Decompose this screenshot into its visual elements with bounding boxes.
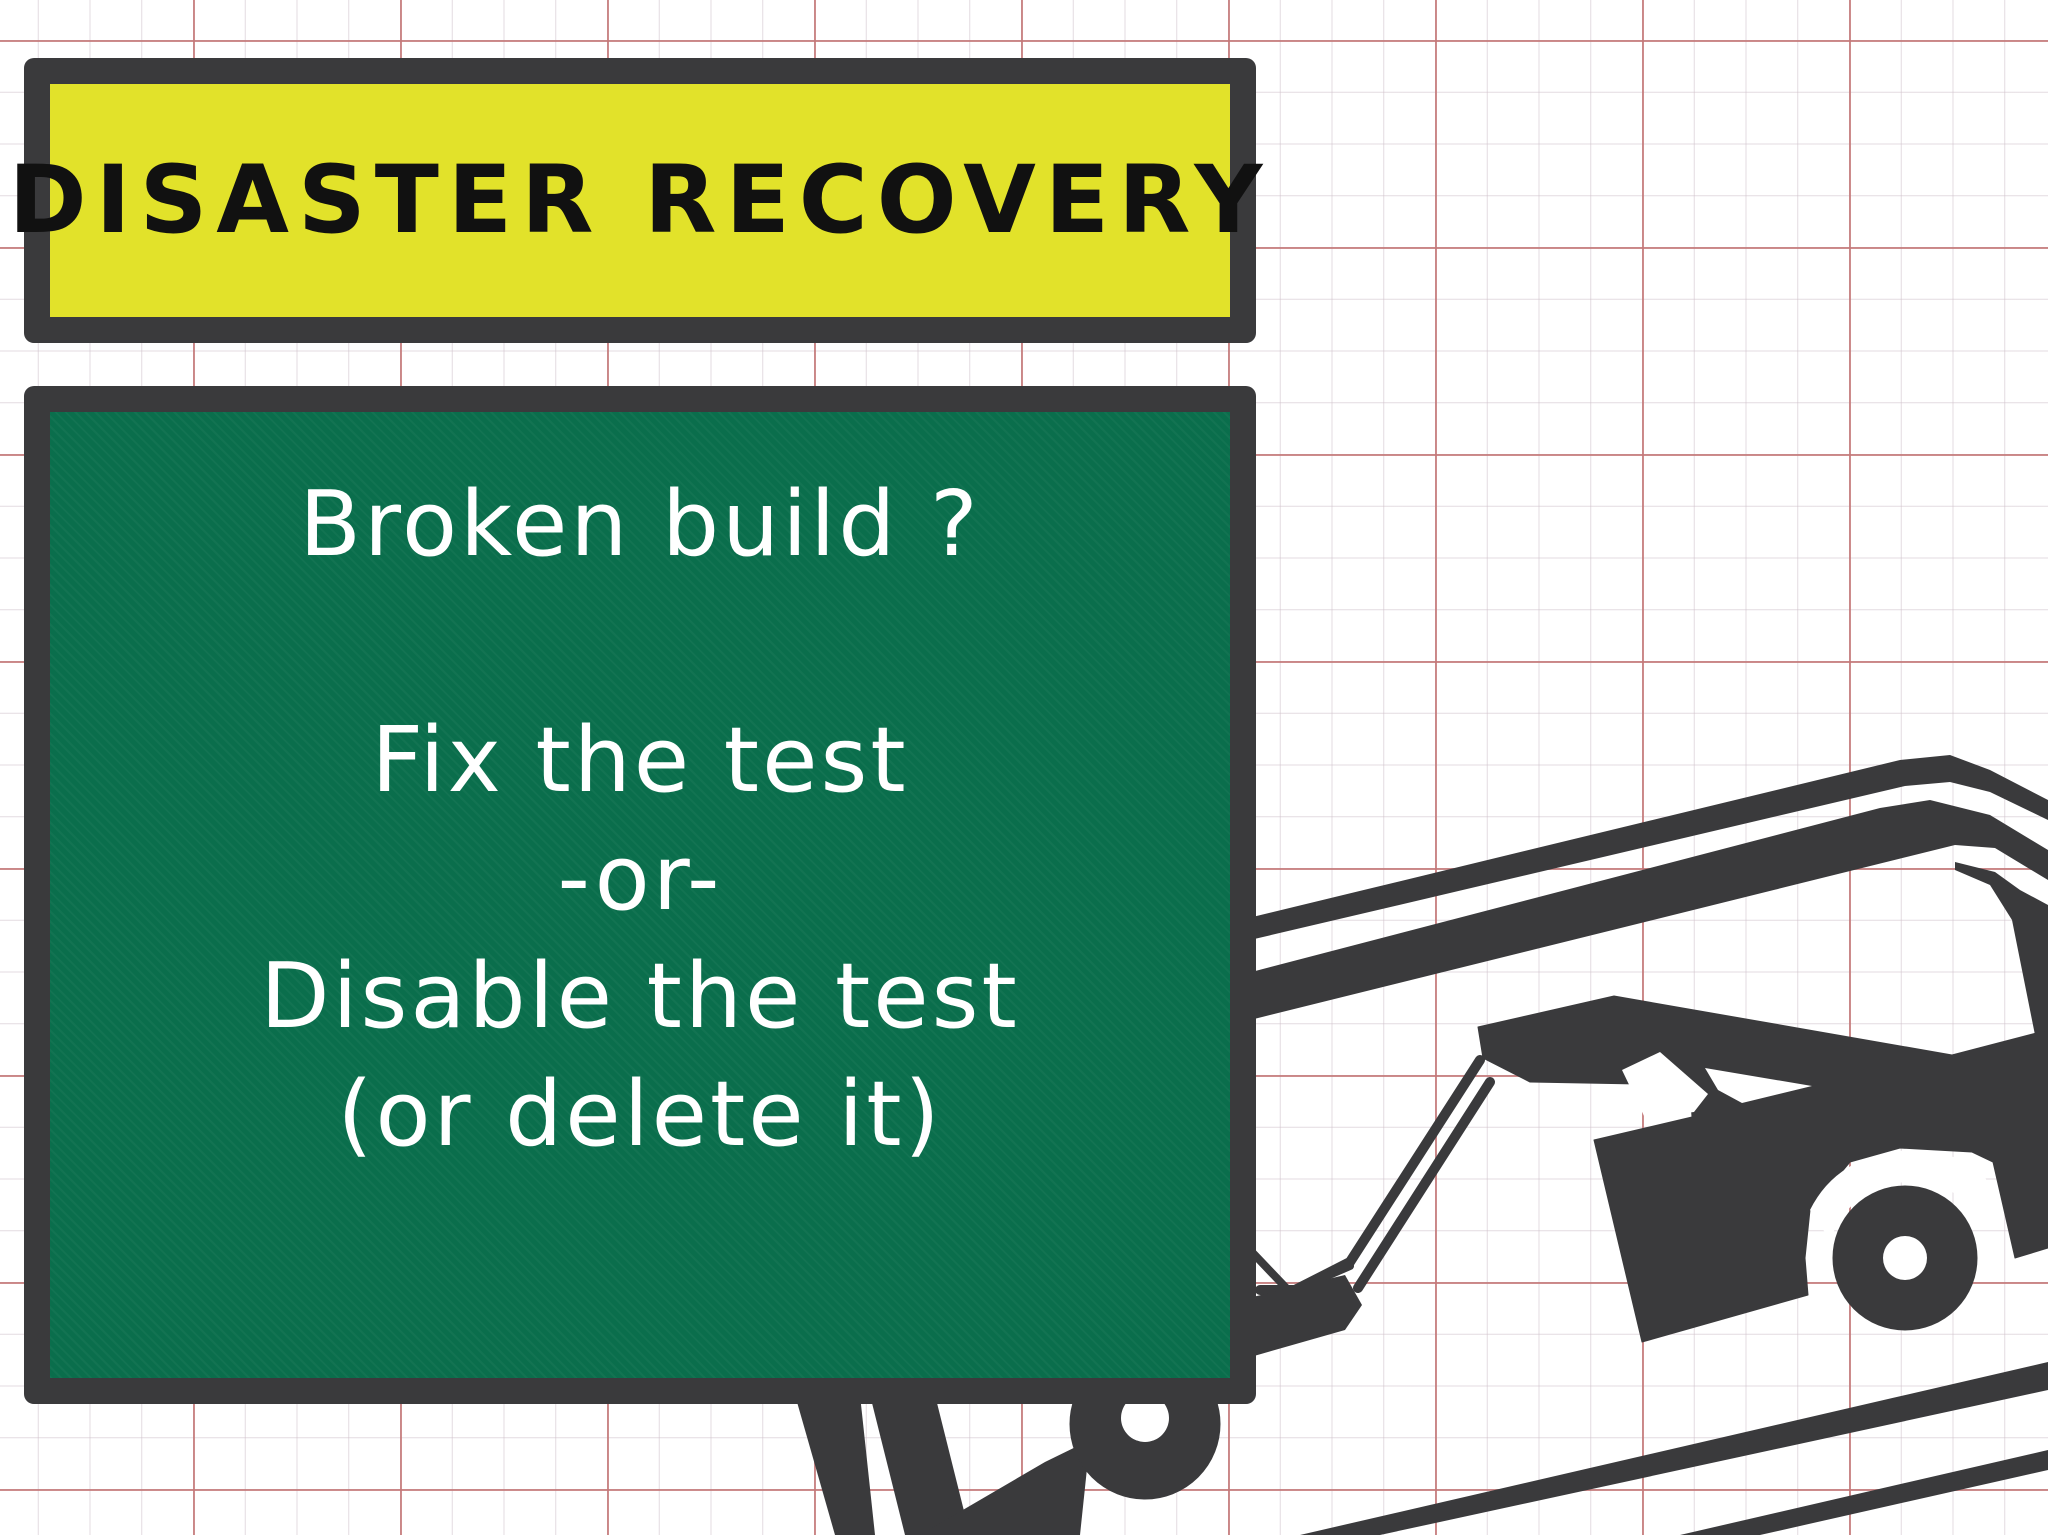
separator-text: -or- bbox=[557, 826, 723, 931]
title-sign: DISASTER RECOVERY bbox=[9, 58, 1262, 343]
question-text: Broken build ? bbox=[299, 472, 981, 577]
option-disable-text: Disable the test bbox=[260, 944, 1020, 1049]
option-fix-text: Fix the test bbox=[371, 708, 909, 813]
message-sign: Broken build ? Fix the test -or- Disable… bbox=[24, 386, 1256, 1404]
option-delete-text: (or delete it) bbox=[337, 1062, 943, 1167]
page-title: DISASTER RECOVERY bbox=[8, 146, 1272, 255]
